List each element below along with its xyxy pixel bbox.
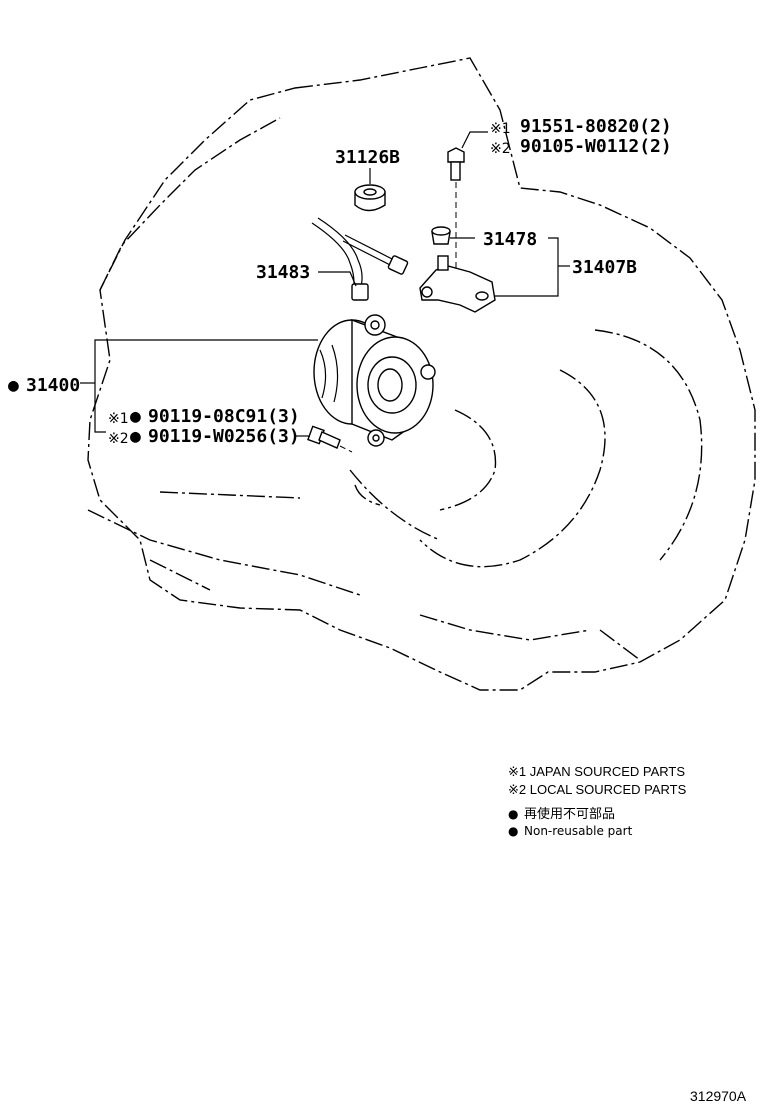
callout-top-bolt-2-marker: ※2 bbox=[490, 141, 511, 157]
callout-31126b: 31126B bbox=[335, 147, 400, 168]
callout-lower-bolt-1-marker: ※1 bbox=[108, 411, 129, 427]
callout-lower-bolt-1: 90119-08C91(3) bbox=[148, 406, 300, 427]
part-31400-drawing bbox=[313, 314, 436, 447]
legend: ※1 JAPAN SOURCED PARTS ※2 LOCAL SOURCED … bbox=[508, 764, 687, 838]
callout-31407b: 31407B bbox=[572, 257, 637, 278]
callout-top-bolt-2: 90105-W0112(2) bbox=[520, 136, 672, 157]
callout-top-bolt-1: 91551-80820(2) bbox=[520, 116, 672, 137]
legend-non-reusable-en: Non-reusable part bbox=[524, 824, 633, 838]
callout-lower-bolt-1-bullet: ● bbox=[130, 406, 141, 427]
callout-lower-bolt-2: 90119-W0256(3) bbox=[148, 426, 300, 447]
transmission-housing-outline bbox=[87, 57, 756, 691]
part-31126b-drawing bbox=[354, 184, 386, 212]
legend-japan-sourced: ※1 JAPAN SOURCED PARTS bbox=[508, 764, 685, 779]
callout-lower-bolt-2-bullet: ● bbox=[130, 426, 141, 447]
legend-bullet-icon: ● bbox=[508, 807, 518, 821]
top-bolt-drawing bbox=[447, 147, 465, 272]
lower-bolt-drawing bbox=[307, 425, 353, 453]
callout-31400: 31400 bbox=[26, 375, 80, 396]
figure-reference: 312970A bbox=[690, 1088, 747, 1104]
callout-top-bolt-1-marker: ※1 bbox=[490, 121, 511, 137]
part-31407b-drawing bbox=[419, 255, 496, 313]
callout-lower-bolt-2-marker: ※2 bbox=[108, 431, 129, 447]
callout-31400-bullet: ● bbox=[8, 375, 19, 396]
legend-bullet-icon: ● bbox=[508, 824, 518, 838]
legend-non-reusable-jp: 再使用不可部品 bbox=[524, 806, 615, 821]
callout-31483: 31483 bbox=[256, 262, 310, 283]
legend-local-sourced: ※2 LOCAL SOURCED PARTS bbox=[508, 782, 687, 797]
part-31478-drawing bbox=[431, 226, 451, 245]
leader-lines bbox=[80, 131, 570, 437]
part-31483-drawing bbox=[311, 217, 409, 301]
callout-31478: 31478 bbox=[483, 229, 537, 250]
